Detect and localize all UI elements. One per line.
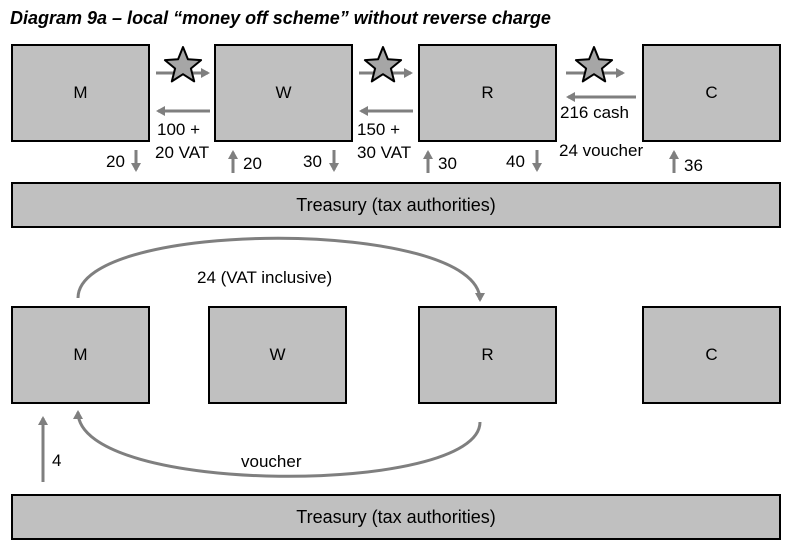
node-w-top: W	[214, 44, 353, 142]
diagram-title: Diagram 9a – local “money off scheme” wi…	[10, 8, 551, 28]
label-w-tax-refund: 20	[243, 154, 262, 173]
star-icon	[574, 46, 614, 83]
label-treasury-to-m: 4	[52, 451, 62, 470]
label-mw-vat: 20 VAT	[155, 143, 210, 162]
label-r-to-m: voucher	[241, 452, 302, 471]
star-icon	[363, 46, 403, 83]
label-rc-voucher: 24 voucher	[559, 141, 644, 160]
treasury-bar-top: Treasury (tax authorities)	[11, 182, 781, 228]
node-m-bottom: M	[11, 306, 150, 404]
label-mw-amount: 100 +	[157, 120, 201, 139]
label-wr-amount: 150 +	[357, 120, 401, 139]
label-w-tax-paid: 30	[303, 152, 322, 171]
node-c-bottom: C	[642, 306, 781, 404]
label-rc-cash: 216 cash	[560, 103, 629, 122]
label-m-to-r: 24 (VAT inclusive)	[197, 268, 333, 287]
label-m-tax-paid: 20	[106, 152, 125, 171]
label-wr-vat: 30 VAT	[357, 143, 412, 162]
star-icon	[163, 46, 203, 83]
treasury-bar-bottom: Treasury (tax authorities)	[11, 494, 781, 540]
label-r-tax-refund: 30	[438, 154, 457, 173]
label-r-tax-paid: 40	[506, 152, 525, 171]
node-c-top: C	[642, 44, 781, 142]
node-w-bottom: W	[208, 306, 347, 404]
node-r-top: R	[418, 44, 557, 142]
curve-arrow-m-to-r	[76, 236, 485, 302]
node-m-top: M	[11, 44, 150, 142]
node-r-bottom: R	[418, 306, 557, 404]
label-c-tax-refund: 36	[684, 156, 703, 175]
curve-arrow-r-to-m	[73, 410, 482, 478]
